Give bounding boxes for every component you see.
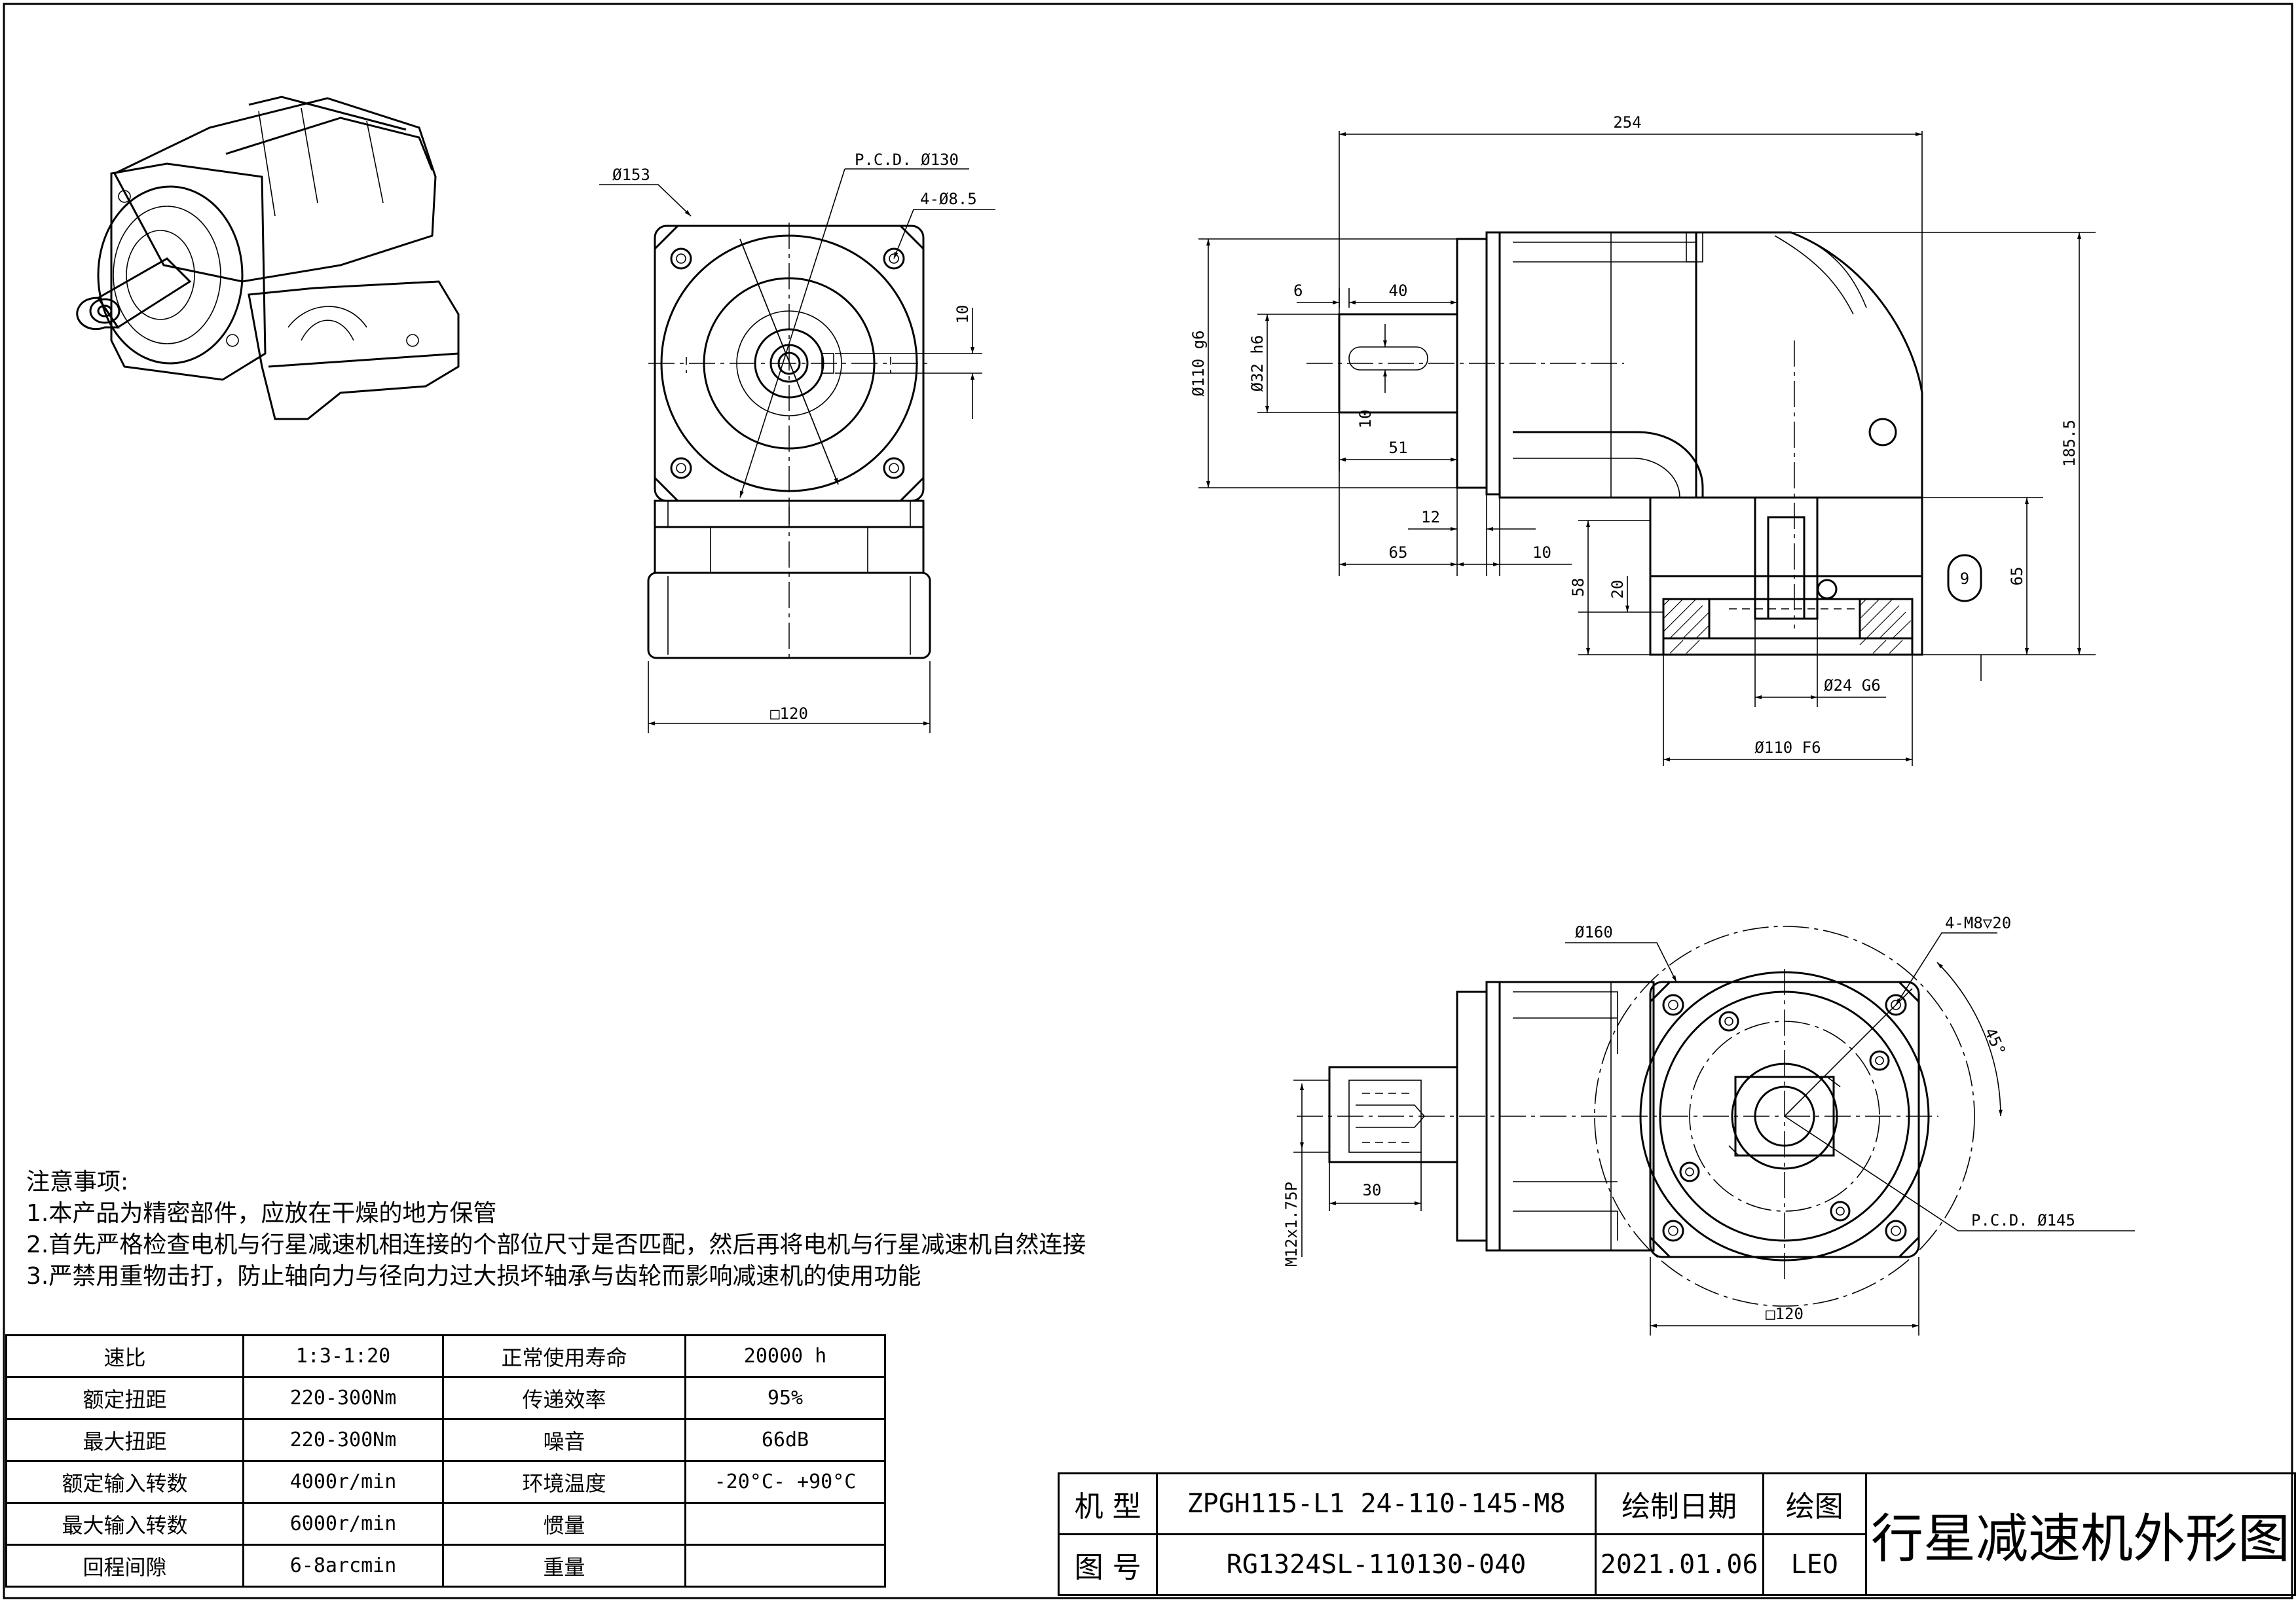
spec-value: 66dB: [684, 1418, 886, 1462]
drawing-title: 行星减速机外形图: [1864, 1472, 2296, 1596]
side-65-label: 65: [1389, 543, 1408, 562]
note-item: 2.首先严格检查电机与行星减速机相连接的个部位尺寸是否匹配，然后再将电机与行星减…: [26, 1231, 1086, 1258]
date-label: 绘制日期: [1594, 1472, 1764, 1535]
spec-label: 正常使用寿命: [442, 1334, 686, 1378]
bottom-angle-label: 45°: [1981, 1025, 2010, 1059]
side-51-label: 51: [1389, 439, 1408, 457]
spec-value: [684, 1544, 886, 1588]
bottom-30-label: 30: [1363, 1181, 1382, 1199]
side-dia-110-f6-label: Ø110 F6: [1754, 738, 1821, 757]
drawing-no-value: RG1324SL-110130-040: [1156, 1533, 1597, 1596]
side-balloon-label: 9: [1960, 570, 1969, 588]
spec-label: 最大输入转数: [5, 1502, 244, 1546]
side-65-right-label: 65: [2008, 567, 2026, 586]
side-185-5-label: 185.5: [2060, 420, 2079, 467]
front-key-10-label: 10: [954, 305, 972, 324]
spec-value: 20000 h: [684, 1334, 886, 1378]
front-view: □120 P.C.D. Ø130 4-Ø8.5 Ø153 10: [599, 151, 995, 733]
side-dia-110-g6-label: Ø110 g6: [1189, 330, 1208, 396]
drawer-label: 绘图: [1762, 1472, 1867, 1535]
spec-value: 1:3-1:20: [242, 1334, 444, 1378]
side-6-label: 6: [1293, 282, 1303, 300]
bottom-view: □120 Ø160 4-M8▽20 45° P.C.D. Ø145 M12x1.…: [1282, 914, 2135, 1336]
model-value: ZPGH115-L1 24-110-145-M8: [1156, 1472, 1597, 1535]
drawer-value: LEO: [1762, 1533, 1867, 1596]
spec-label: 额定扭距: [5, 1376, 244, 1420]
spec-label: 重量: [442, 1544, 686, 1588]
spec-value: 220-300Nm: [242, 1418, 444, 1462]
bottom-dia-160-label: Ø160: [1575, 923, 1613, 941]
side-dia-32-h6-label: Ø32 h6: [1248, 335, 1267, 392]
bottom-thread-label: M12x1.75P: [1282, 1182, 1301, 1267]
drawing-no-label: 图 号: [1057, 1533, 1158, 1596]
sheet-border: [3, 3, 2293, 1599]
side-254-label: 254: [1613, 113, 1641, 132]
bottom-square-120-label: □120: [1766, 1305, 1804, 1323]
spec-value: 4000r/min: [242, 1460, 444, 1504]
bottom-holes-label: 4-M8▽20: [1945, 914, 2011, 932]
model-label: 机 型: [1057, 1472, 1158, 1535]
spec-value: 6000r/min: [242, 1502, 444, 1546]
spec-value: [684, 1502, 886, 1546]
spec-label: 环境温度: [442, 1460, 686, 1504]
table-row: 额定输入转数 4000r/min 环境温度 -20°C- +90°C: [5, 1460, 886, 1504]
spec-label: 回程间隙: [5, 1544, 244, 1588]
notes-block: 注意事项: 1.本产品为精密部件，应放在干燥的地方保管 2.首先严格检查电机与行…: [26, 1167, 1086, 1292]
side-20-label: 20: [1608, 580, 1627, 599]
spec-label: 速比: [5, 1334, 244, 1378]
front-dia-153-label: Ø153: [612, 166, 650, 184]
notes-heading: 注意事项:: [26, 1169, 129, 1195]
spec-value: 95%: [684, 1376, 886, 1420]
front-holes-label: 4-Ø8.5: [920, 190, 977, 208]
spec-value: 6-8arcmin: [242, 1544, 444, 1588]
isometric-view: [76, 96, 460, 420]
front-square-120-label: □120: [770, 704, 808, 723]
spec-value: -20°C- +90°C: [684, 1460, 886, 1504]
side-dia-24-g6-label: Ø24 G6: [1824, 676, 1881, 695]
side-58-label: 58: [1569, 578, 1587, 597]
date-value: 2021.01.06: [1594, 1533, 1764, 1596]
table-row: 最大扭距 220-300Nm 噪音 66dB: [5, 1418, 886, 1462]
table-row: 额定扭距 220-300Nm 传递效率 95%: [5, 1376, 886, 1420]
spec-label: 最大扭距: [5, 1418, 244, 1462]
table-row: 最大输入转数 6000r/min 惯量: [5, 1502, 886, 1546]
note-item: 3.严禁用重物击打，防止轴向力与径向力过大损坏轴承与齿轮而影响减速机的使用功能: [26, 1263, 921, 1290]
front-pcd-130-label: P.C.D. Ø130: [855, 151, 959, 169]
spec-value: 220-300Nm: [242, 1376, 444, 1420]
table-row: 回程间隙 6-8arcmin 重量: [5, 1544, 886, 1588]
bottom-pcd-145-label: P.C.D. Ø145: [1971, 1211, 2075, 1229]
side-40-label: 40: [1389, 282, 1408, 300]
spec-label: 噪音: [442, 1418, 686, 1462]
side-12-label: 12: [1421, 508, 1440, 526]
spec-label: 传递效率: [442, 1376, 686, 1420]
spec-label: 额定输入转数: [5, 1460, 244, 1504]
spec-label: 惯量: [442, 1502, 686, 1546]
note-item: 1.本产品为精密部件，应放在干燥的地方保管: [26, 1200, 497, 1227]
spec-table: 速比 1:3-1:20 正常使用寿命 20000 h 额定扭距 220-300N…: [5, 1334, 886, 1588]
side-view: 9 254 6 40 Ø110 g6 Ø32 h6 10 51 12 65: [1189, 113, 2096, 766]
table-row: 速比 1:3-1:20 正常使用寿命 20000 h: [5, 1334, 886, 1378]
side-key-10-label: 10: [1356, 410, 1375, 429]
side-10-label: 10: [1532, 543, 1551, 562]
title-block: 机 型 ZPGH115-L1 24-110-145-M8 绘制日期 绘图 行星减…: [1057, 1472, 2296, 1596]
